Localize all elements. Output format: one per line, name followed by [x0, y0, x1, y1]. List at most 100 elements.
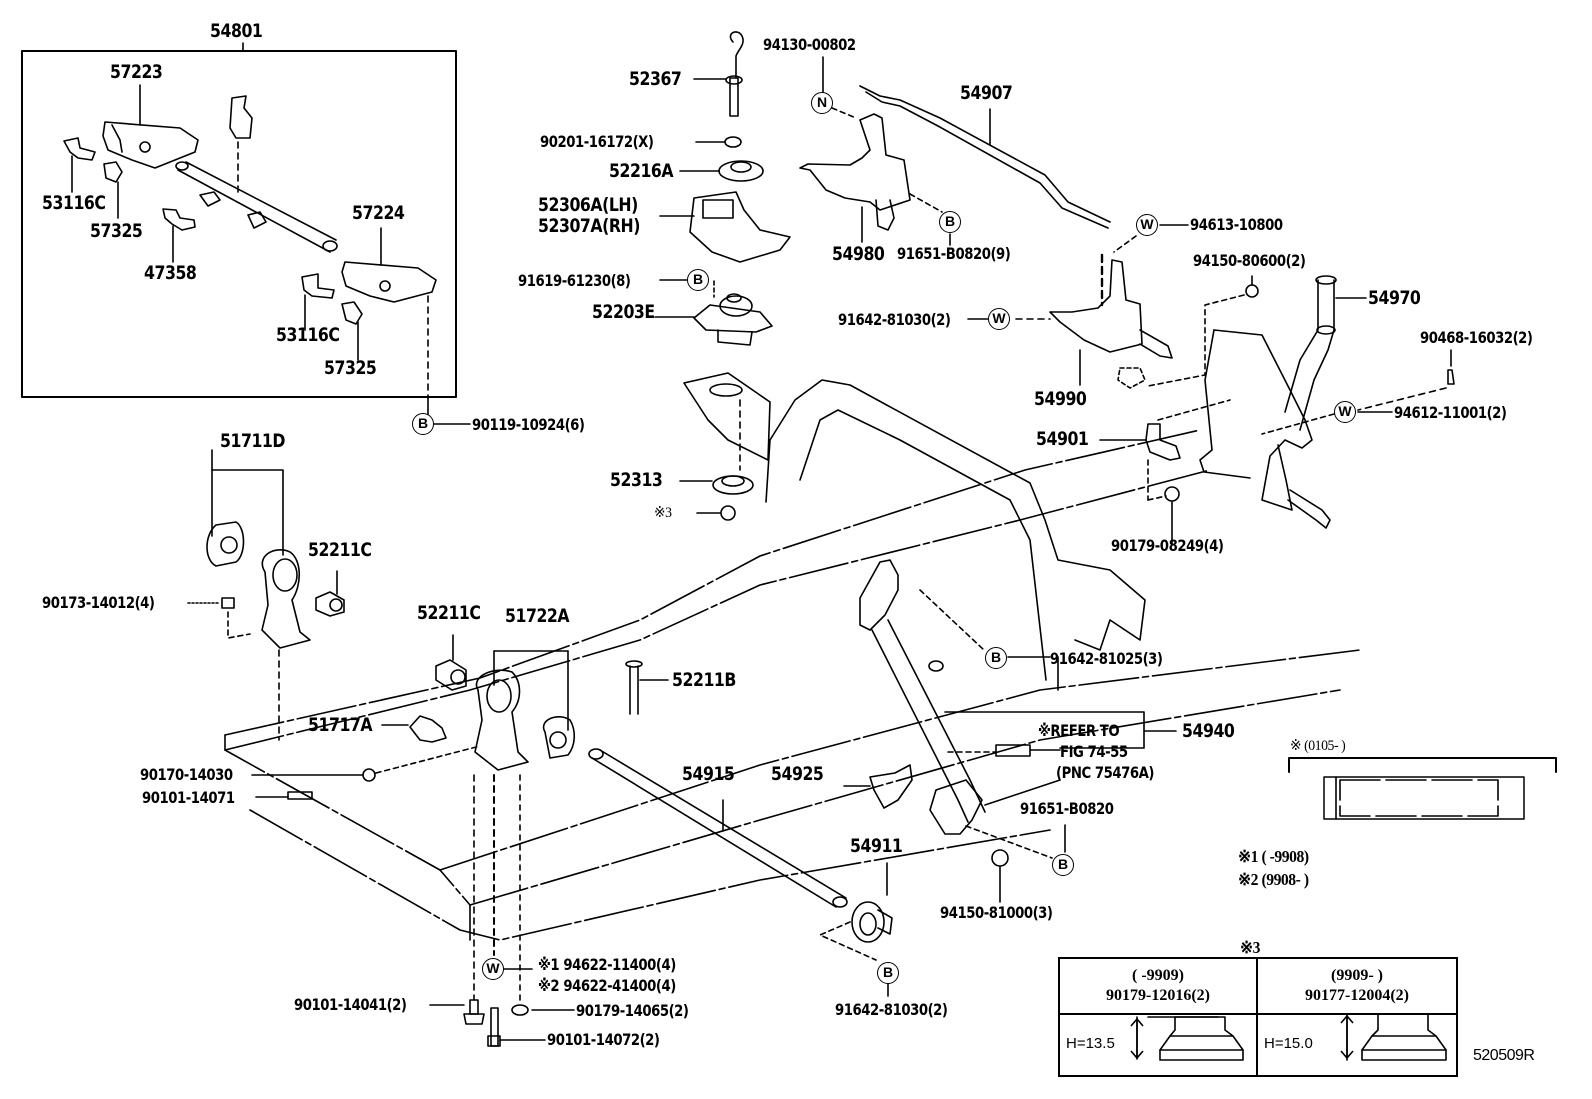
figure-code: 520509R: [1473, 1047, 1535, 1064]
part-label-52367: 52367: [629, 68, 682, 90]
refer-note-line3: (PNC 75476A): [1056, 763, 1155, 782]
bolt-note3: [696, 505, 736, 521]
bracket-54925: [843, 764, 913, 809]
part-label-54990: 54990: [1034, 388, 1087, 410]
part-label-51717A: 51717A: [308, 714, 373, 736]
height-value: H=13.5: [1066, 1035, 1115, 1052]
part-label-94150-81000: 94150-81000(3): [940, 903, 1053, 922]
bolt-90101-14041: [429, 999, 485, 1025]
part-label-54915: 54915: [682, 763, 735, 785]
part-label-52211B: 52211B: [672, 669, 736, 691]
part-label-91651-B0820-9: 91651-B0820(9): [897, 244, 1011, 263]
note-1: ※1 ( -9908): [1238, 847, 1309, 866]
part-label-57223: 57223: [110, 61, 163, 83]
bracket-57224: [341, 227, 437, 399]
part-label-54970: 54970: [1368, 287, 1421, 309]
bracket-51717A: [381, 715, 447, 743]
bracket-52203E: [654, 279, 773, 346]
refer-note-line1: ※REFER TO: [1038, 721, 1120, 740]
bushing-51711D: [206, 449, 311, 649]
part-label-94130-00802: 94130-00802: [763, 35, 856, 54]
symbol-B: B: [877, 962, 899, 984]
group-box-54801: [21, 50, 457, 398]
bolt-90101-14071: [255, 791, 313, 800]
table-header-cell: (9909- ) 90177-12004(2): [1258, 959, 1456, 1015]
part-label-52216A: 52216A: [609, 160, 674, 182]
part-label-52211C: 52211C: [417, 602, 481, 624]
washer-90201: [695, 136, 742, 148]
nut-90170: [251, 745, 481, 782]
part-label-90101-14071: 90101-14071: [142, 788, 235, 807]
inset-period-note: ※ (0105- ): [1290, 738, 1346, 754]
part-label-91651-B0820: 91651-B0820: [1020, 799, 1114, 818]
part-label-94613-10800: 94613-10800: [1190, 215, 1283, 234]
part-label-91642-81030: 91642-81030(2): [838, 310, 951, 329]
part-label-52313: 52313: [610, 469, 663, 491]
part-label-51722A: 51722A: [505, 605, 570, 627]
part-label-90101-14072: 90101-14072(2): [547, 1030, 660, 1049]
symbol-N: N: [811, 92, 833, 114]
inset-panel: [1288, 757, 1557, 820]
part-label-91619-61230: 91619-61230(8): [518, 271, 631, 290]
rod-54907: [859, 85, 1111, 229]
grommet-52313: [679, 475, 754, 495]
mount-51722A: [474, 650, 576, 771]
symbol-B: B: [1052, 854, 1074, 876]
holder-54911: [819, 862, 893, 997]
part-number: 90179-12016(2): [1106, 987, 1210, 1004]
bracket-57223: [102, 84, 199, 169]
symbol-B: B: [939, 211, 961, 233]
part-label-53116C: 53116C: [276, 324, 340, 346]
pin-52211B: [625, 660, 669, 715]
part-label-90179-14065: 90179-14065(2): [576, 1001, 689, 1020]
part-label-90119-10924: 90119-10924(6): [472, 415, 585, 434]
symbol-B: B: [412, 413, 434, 435]
note-3-marker: ※3: [654, 505, 672, 521]
part-label-54901: 54901: [1036, 428, 1089, 450]
part-label-94612-11001: 94612-11001(2): [1394, 403, 1507, 422]
symbol-B: B: [687, 269, 709, 291]
part-label-94150-80600: 94150-80600(2): [1193, 251, 1306, 270]
clip-53116C-b: [301, 273, 335, 331]
part-label-57325: 57325: [90, 220, 143, 242]
part-label-54907: 54907: [960, 82, 1013, 104]
part-label-52203E: 52203E: [592, 301, 655, 323]
cushion-52216A: [679, 160, 764, 182]
part-label-54940: 54940: [1182, 720, 1235, 742]
part-label-94622-11400: ※1 94622-11400(4): [538, 955, 676, 974]
collar-52211C-b: [435, 634, 467, 691]
part-label-53116C: 53116C: [42, 192, 106, 214]
refer-note-line2: FIG 74-55: [1060, 742, 1128, 761]
part-label-52211C: 52211C: [308, 539, 372, 561]
bracket-54980: [799, 113, 951, 246]
part-label-54801: 54801: [210, 20, 263, 42]
part-label-90101-14041: 90101-14041(2): [294, 995, 407, 1014]
part-label-90170-14030: 90170-14030: [140, 765, 233, 784]
symbol-W: W: [1136, 214, 1158, 236]
part-label-90468-16032: 90468-16032(2): [1420, 328, 1533, 347]
part-label-52307A-RH: 52307A(RH): [538, 215, 640, 237]
part-label-94622-41400: ※2 94622-41400(4): [538, 976, 676, 995]
part-label-54925: 54925: [771, 763, 824, 785]
part-label-47358: 47358: [144, 262, 197, 284]
part-label-91642-81030: 91642-81030(2): [835, 1000, 948, 1019]
lever-54970: [1199, 275, 1367, 529]
part-label-57325: 57325: [324, 357, 377, 379]
frame: [224, 429, 1361, 941]
table-title: ※3: [1240, 938, 1261, 957]
nut-90173: [187, 597, 251, 639]
period: ( -9909): [1132, 967, 1184, 984]
part-label-54911: 54911: [850, 835, 903, 857]
jack-54940: [859, 559, 1177, 835]
cross-member: [765, 379, 1146, 681]
part-label-91642-81025: 91642-81025(3): [1050, 649, 1163, 668]
shaft: [175, 161, 338, 253]
bracket-47358: [162, 208, 196, 263]
period: (9909- ): [1331, 967, 1383, 984]
pad-57325-a: [103, 161, 123, 219]
bolt-90101-14072: [487, 1007, 546, 1047]
stay-54915: [588, 748, 848, 908]
note-2: ※2 (9908- ): [1238, 870, 1309, 889]
